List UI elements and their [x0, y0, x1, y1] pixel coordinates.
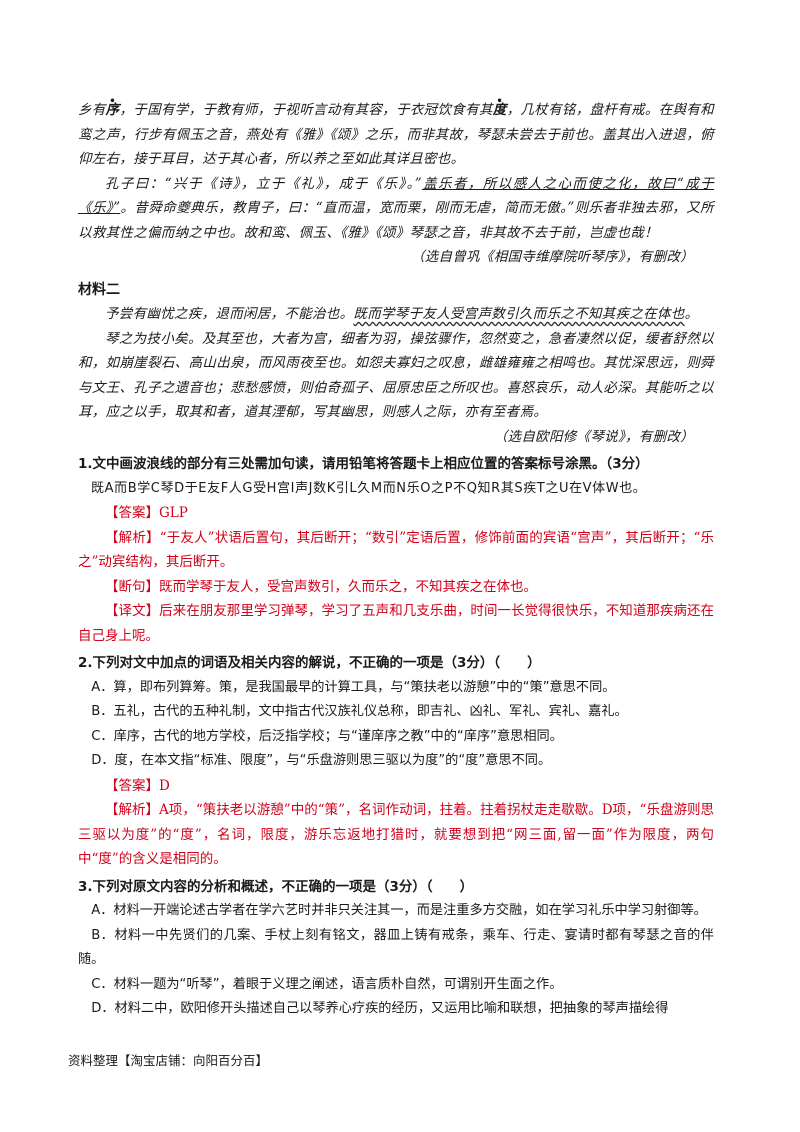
- answer-label: 【答案】: [105, 777, 159, 794]
- duanju-text: 既而学琴于友人，受宫声数引，久而乐之，不知其疾之在体也。: [159, 578, 537, 595]
- dotted-word-du: 度: [493, 102, 507, 118]
- question1-answer: 【答案】GLP: [78, 501, 714, 526]
- question1-sequence: 既A而B学C琴D于E友F人G受H宫I声J数K引L久M而N乐O之P不Q知R其S疾T…: [91, 480, 647, 496]
- text-run: ，于国有学，于教有师，于视听言动有其容，于衣冠饮食有其: [119, 102, 493, 118]
- passage2-paragraph1: 予尝有幽忧之疾，退而闲居，不能治也。既而学琴于友人受宫声数引久而乐之不知其疾之在…: [78, 302, 714, 327]
- duanju-label: 【断句】: [105, 578, 159, 595]
- question2-option-d: D．度，在本文指“标准、限度”，与“乐盘游则思三驱以为度”的“度”意思不同。: [91, 753, 552, 768]
- passage1-source: （选自曾巩《相国寺维摩院听琴序》，有删改）: [410, 249, 694, 265]
- analysis-label: 【解析】: [105, 529, 160, 546]
- question1-translation: 【译文】后来在朋友那里学习弹琴，学习了五声和几支乐曲，时间一长觉得很快乐，不知道…: [78, 599, 714, 648]
- translation-label: 【译文】: [105, 603, 160, 619]
- analysis-label: 【解析】: [105, 802, 160, 818]
- question3-option-c: C．材料一题为“听琴”，着眼于义理之阐述，语言质朴自然，可谓别开生面之作。: [91, 976, 563, 992]
- passage2-heading: 材料二: [78, 281, 120, 298]
- page-footer: 资料整理【淘宝店铺：向阳百分百】: [68, 1053, 269, 1068]
- question1-title: 1.文中画波浪线的部分有三处需加句读，请用铅笔将答题卡上相应位置的答案标号涂黑。…: [78, 456, 649, 472]
- document-content: 乡有序，于国有学，于教有师，于视听言动有其容，于衣冠饮食有其度，几杖有铭，盘杆有…: [78, 98, 714, 1022]
- analysis-text: A项，“策扶老以游憩”中的“策”，名词作动词，拄着。拄着拐杖走走歇歇。D项，“乐…: [78, 802, 714, 867]
- question3-title: 3.下列对原文内容的分析和概述，不正确的一项是（3分）（ ）: [78, 878, 474, 895]
- question2-analysis: 【解析】A项，“策扶老以游憩”中的“策”，名词作动词，拄着。拄着拐杖走走歇歇。D…: [78, 798, 714, 872]
- answer-value: D: [159, 777, 170, 794]
- text-run: 。: [684, 306, 699, 322]
- question2-option-a: A．算，即布列算筹。策，是我国最早的计算工具，与“策扶老以游憩”中的“策”意思不…: [91, 679, 616, 695]
- text-run: 。昔舜命夔典乐，教胄子，曰：“直而温，宽而栗，刚而无虐，简而无傲。”则乐者非独去…: [78, 200, 714, 241]
- question1-analysis: 【解析】“于友人”状语后置句，其后断开；“数引”定语后置，修饰前面的宾语“宫声”…: [78, 526, 714, 575]
- underlined-sentence: 盖乐者，所以感人之心而使之化，故曰“成于《乐》”: [78, 175, 714, 217]
- question2-option-b: B．五礼，古代的五种礼制，文中指古代汉族礼仪总称，即吉礼、凶礼、军礼、宾礼、嘉礼…: [91, 704, 628, 719]
- passage1-paragraph1: 乡有序，于国有学，于教有师，于视听言动有其容，于衣冠饮食有其度，几杖有铭，盘杆有…: [78, 98, 714, 172]
- answer-label: 【答案】: [105, 505, 159, 521]
- question2-option-c: C．庠序，古代的地方学校，后泛指学校；与“谨庠序之教”中的“庠序”意思相同。: [91, 728, 563, 744]
- passage2-paragraph2: 琴之为技小矣。及其至也，大者为宫，细者为羽，操弦骤作，忽然变之，急者凄然以促，缓…: [78, 330, 714, 421]
- question3-option-b: B．材料一中先贤们的几案、手杖上刻有铭文，器皿上铸有戒条，乘车、行走、宴请时都有…: [78, 927, 714, 968]
- question1-duanju: 【断句】既而学琴于友人，受宫声数引，久而乐之，不知其疾之在体也。: [78, 575, 714, 600]
- text-run: ，几杖有铭，盘杆有戒。在舆有和鸾之声，行步有佩玉之音，燕处有《雅》《颂》之乐，而…: [78, 102, 714, 167]
- text-run: 孔子曰：“兴于《诗》，立于《礼》，成于《乐》。”: [105, 175, 422, 192]
- question3-option-d: D．材料二中，欧阳修开头描述自己以琴养心疗疾的经历，又运用比喻和联想，把抽象的琴…: [91, 1001, 669, 1016]
- question2-answer: 【答案】D: [78, 774, 714, 799]
- passage1-paragraph2: 孔子曰：“兴于《诗》，立于《礼》，成于《乐》。”盖乐者，所以感人之心而使之化，故…: [78, 172, 714, 246]
- question2-title: 2.下列对文中加点的词语及相关内容的解说，不正确的一项是（3分）（ ）: [78, 655, 541, 671]
- passage2-source: （选自欧阳修《琴说》，有删改）: [493, 428, 694, 445]
- wavy-underlined-sentence: 既而学琴于友人受宫声数引久而乐之不知其疾之在体也: [353, 306, 685, 322]
- question3-option-a: A．材料一开端论述古学者在学六艺时并非只关注其一，而是注重多方交融，如在学习礼乐…: [91, 903, 707, 918]
- dotted-word-xu: 序: [106, 102, 120, 118]
- text-run: 乡有: [78, 102, 106, 118]
- analysis-text: “于友人”状语后置句，其后断开；“数引”定语后置，修饰前面的宾语“宫声”，其后断…: [78, 529, 714, 571]
- answer-value: GLP: [159, 505, 188, 521]
- translation-text: 后来在朋友那里学习弹琴，学习了五声和几支乐曲，时间一长觉得很快乐，不知道那疾病还…: [78, 603, 715, 644]
- text-run: 予尝有幽忧之疾，退而闲居，不能治也。: [105, 306, 354, 322]
